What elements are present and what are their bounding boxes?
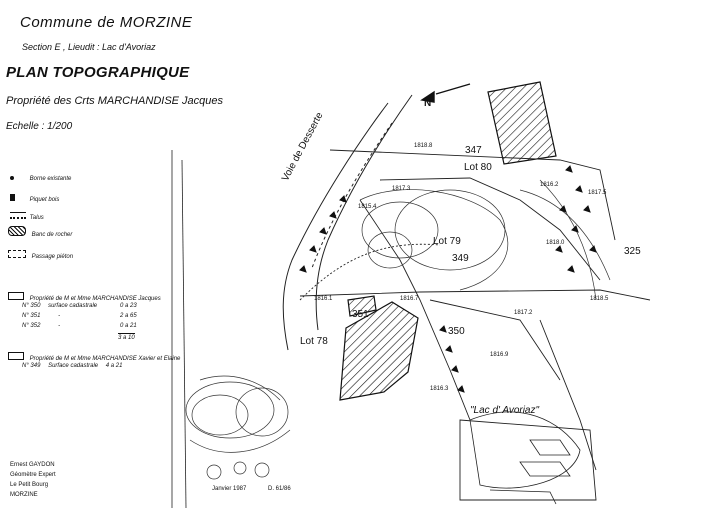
surveyor-name: Ernest GAYDON: [10, 462, 55, 468]
legend-item: Passage piéton: [8, 250, 73, 260]
north-label: N: [424, 98, 432, 109]
property-1-row: N° 350 surface cadastrale 0 a 23: [22, 303, 137, 309]
scale-line: Echelle : 1/200: [6, 121, 73, 132]
elevation-label: 1816.3: [430, 386, 449, 392]
elevation-label: 1818.5: [590, 296, 609, 302]
elevation-label: 1817.3: [392, 186, 411, 192]
surveyor-town: MORZINE: [10, 492, 38, 498]
lake-sketch: [469, 411, 581, 505]
lake-label: "Lac d' Avoriaz": [470, 405, 540, 416]
property-1-title: Propriété de M et Mme MARCHANDISE Jacque…: [8, 292, 161, 302]
property-1-swatch: [8, 292, 24, 300]
property-2-row: N° 349 Surface cadastrale 4 a 21: [22, 363, 123, 369]
lot-label: Lot 78: [300, 336, 328, 347]
elevation-label: 1816.7: [400, 296, 419, 302]
parcel-number: 351: [352, 309, 369, 320]
parcel-number: 347: [465, 145, 482, 156]
commune-title: Commune de MORZINE: [20, 14, 193, 31]
plan-title: PLAN TOPOGRAPHIQUE: [6, 64, 190, 81]
owner-line: Propriété des Crts MARCHANDISE Jacques: [6, 95, 224, 107]
parcel-number: 325: [624, 246, 641, 257]
legend-guide-lines: [171, 150, 187, 509]
elevation-label: 1817.5: [588, 190, 607, 196]
plan-date: Janvier 1987: [212, 486, 247, 492]
road-edges: [282, 94, 413, 351]
contour-sketch: [185, 179, 611, 480]
embankment-icon: [10, 212, 26, 219]
footpath-icon: [8, 250, 26, 258]
north-arrow: [420, 83, 471, 103]
legend-item: Banc de rocher: [8, 226, 72, 238]
surveyor-block: Ernest GAYDON Géomètre Expert Le Petit B…: [10, 460, 56, 500]
rock-marks: [299, 165, 597, 393]
legend-item: Borne existante: [10, 176, 71, 182]
elevation-label: 1815.4: [358, 204, 377, 210]
buildings: [339, 81, 557, 401]
parcel-number: 350: [448, 326, 465, 337]
lot-label: Lot 80: [464, 162, 492, 173]
elevation-label: 1816.9: [490, 352, 509, 358]
plan-reference: D. 61/86: [268, 486, 291, 492]
rock-outcrop-icon: [8, 226, 26, 236]
boundary-marker-icon: [10, 176, 14, 180]
surveyor-address: Le Petit Bourg: [10, 482, 49, 488]
lot-label: Lot 79: [433, 236, 461, 247]
wooden-stake-icon: [10, 194, 15, 201]
property-2-swatch: [8, 352, 24, 360]
elevation-label: 1816.1: [314, 296, 333, 302]
elevation-label: 1817.2: [514, 310, 533, 316]
elevation-label: 1816.2: [540, 182, 559, 188]
property-1-total: 3 a 10: [118, 333, 135, 341]
legend-item: Talus: [10, 212, 44, 221]
property-1-row: N° 352 - 0 a 21: [22, 323, 137, 329]
parcel-boundaries: [299, 149, 651, 501]
property-1-row: N° 351 - 2 a 65: [22, 313, 137, 319]
legend-item: Piquet bois: [10, 194, 59, 203]
elevation-label: 1818.8: [414, 143, 433, 149]
parcel-number: 349: [452, 253, 469, 264]
surveyor-role: Géomètre Expert: [10, 472, 56, 478]
property-2-title: Propriété de M et Mme MARCHANDISE Xavier…: [8, 352, 180, 362]
elevation-label: 1818.0: [546, 240, 565, 246]
section-subtitle: Section E , Lieudit : Lac d'Avoriaz: [22, 42, 156, 52]
